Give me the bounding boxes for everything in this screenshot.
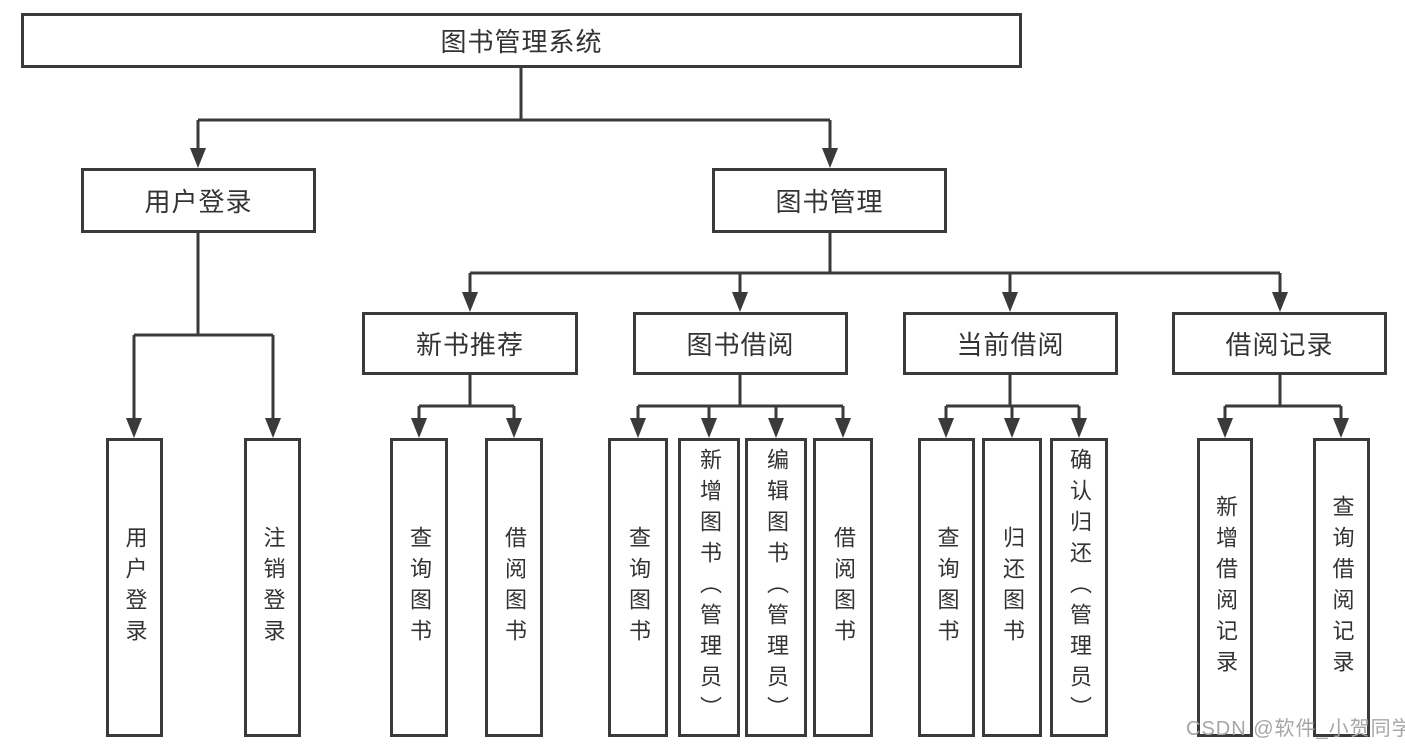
leaf-cb-query-books-label: 查询图书: [934, 525, 960, 650]
node-user-login: 用户登录: [81, 168, 316, 233]
node-borrowing-records: 借阅记录: [1172, 312, 1387, 375]
leaf-nbr-borrow-books-label: 借阅图书: [502, 525, 527, 650]
leaf-cb-confirm-return-admin: 确认归还（管理员）: [1050, 438, 1108, 737]
leaf-user-login-label: 用户登录: [122, 525, 148, 650]
leaf-bb-query-books-label: 查询图书: [626, 525, 651, 650]
node-root-label: 图书管理系统: [440, 27, 603, 57]
node-new-book-recommend: 新书推荐: [362, 312, 578, 375]
leaf-bb-edit-books-admin: 编辑图书（管理员）: [745, 438, 807, 737]
leaf-br-query-record-label: 查询借阅记录: [1329, 494, 1355, 681]
leaf-bb-query-books: 查询图书: [608, 438, 668, 737]
leaf-cb-query-books: 查询图书: [918, 438, 975, 737]
node-current-borrowing: 当前借阅: [903, 312, 1118, 375]
watermark: CSDN @软件_小贺同学: [1186, 718, 1405, 740]
node-borrowing-records-label: 借阅记录: [1225, 330, 1334, 360]
leaf-bb-add-books-admin: 新增图书（管理员）: [678, 438, 740, 737]
leaf-cb-return-books-label: 归还图书: [1000, 525, 1025, 650]
leaf-bb-borrow-books: 借阅图书: [813, 438, 873, 737]
node-user-login-label: 用户登录: [144, 187, 253, 217]
node-book-management-label: 图书管理: [775, 187, 884, 217]
arrow-down-icons: [126, 148, 1349, 438]
node-book-management: 图书管理: [712, 168, 947, 233]
node-current-borrowing-label: 当前借阅: [956, 330, 1065, 360]
leaf-br-query-record: 查询借阅记录: [1313, 438, 1370, 737]
leaf-bb-borrow-books-label: 借阅图书: [831, 525, 856, 650]
leaf-logout-label: 注销登录: [260, 525, 286, 650]
node-book-borrowing: 图书借阅: [633, 312, 848, 375]
leaf-nbr-query-books: 查询图书: [390, 438, 448, 737]
leaf-nbr-query-books-label: 查询图书: [407, 525, 432, 650]
node-book-borrowing-label: 图书借阅: [686, 330, 795, 360]
leaf-nbr-borrow-books: 借阅图书: [485, 438, 543, 737]
leaf-br-add-record: 新增借阅记录: [1197, 438, 1253, 737]
tree-edges: [132, 68, 1343, 420]
leaf-logout: 注销登录: [244, 438, 301, 737]
leaf-br-add-record-label: 新增借阅记录: [1213, 494, 1238, 681]
node-new-book-recommend-label: 新书推荐: [415, 330, 524, 360]
node-root-library-system: 图书管理系统: [21, 13, 1022, 68]
leaf-cb-confirm-return-admin-label: 确认归还（管理员）: [1067, 448, 1092, 727]
leaf-bb-edit-books-admin-label: 编辑图书（管理员）: [764, 448, 789, 727]
leaf-bb-add-books-admin-label: 新增图书（管理员）: [697, 448, 722, 727]
leaf-cb-return-books: 归还图书: [982, 438, 1042, 737]
leaf-user-login: 用户登录: [106, 438, 163, 737]
